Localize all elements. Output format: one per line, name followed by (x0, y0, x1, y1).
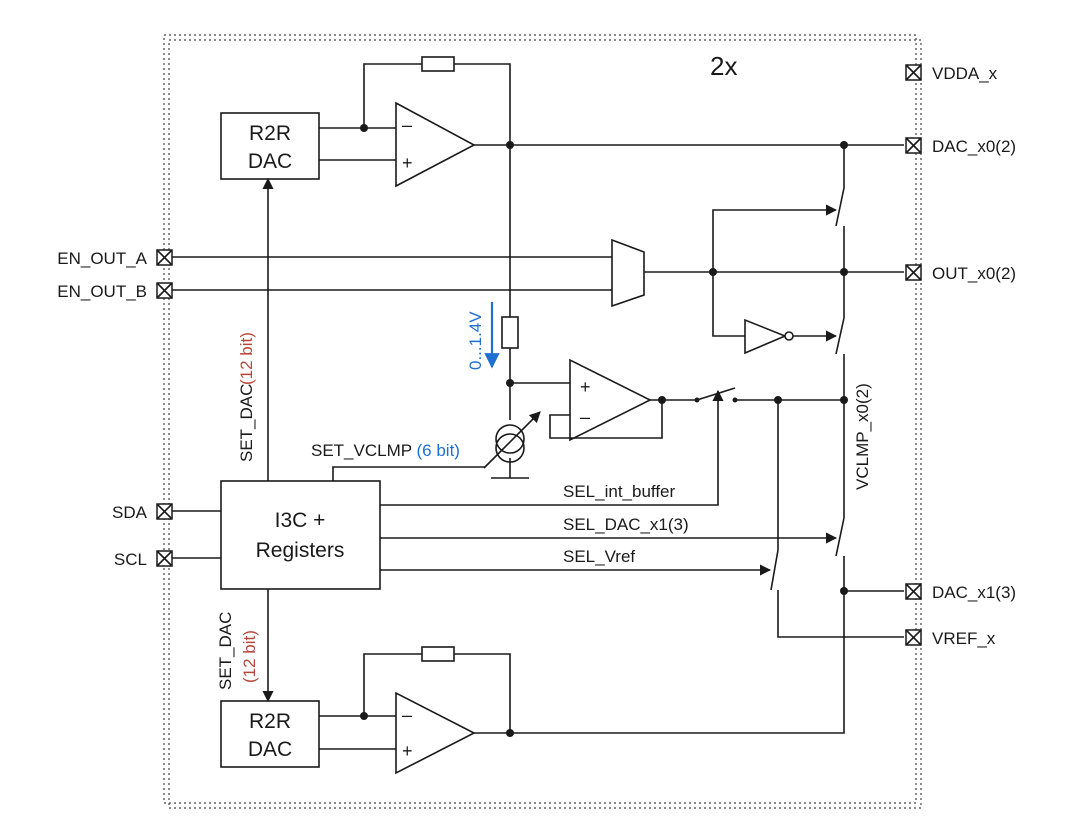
set-dac-bottom-width: (12 bit) (240, 630, 259, 683)
opamp-top-minus: – (402, 115, 412, 135)
set-dac-top-width: (12 bit) (237, 332, 256, 385)
pin-dac-x1 (905, 583, 922, 600)
inverter-bubble (784, 331, 794, 341)
current-source-c1 (495, 424, 525, 454)
junction-bottom-out (506, 729, 514, 737)
r2r-dac-bottom-line1: R2R (249, 710, 291, 733)
current-source-c2 (495, 433, 525, 463)
i3c-registers-block (220, 480, 381, 590)
pin-out-x0 (905, 264, 922, 281)
opamp-bottom-minus: – (402, 705, 412, 725)
sel-dac-x1-label: SEL_DAC_x1(3) (563, 515, 689, 534)
switch-vref-blade (770, 549, 779, 591)
pin-en-out-a (156, 249, 173, 266)
multiplier-label: 2x (710, 51, 737, 81)
resistor-feedback-top (421, 56, 455, 72)
module-boundary-back (168, 39, 922, 809)
set-dac-bottom-label: SET_DAC (216, 612, 235, 690)
pin-dac-x1-label: DAC_x1(3) (932, 583, 1016, 602)
voltage-range-label: 0...1.4V (466, 311, 485, 370)
wire-dac-x1-down (510, 556, 845, 734)
opamp-bottom-plus: + (402, 741, 413, 761)
pin-out-x0-label: OUT_x0(2) (932, 264, 1016, 283)
wire-vref-pin (777, 590, 904, 638)
r2r-dac-top-line1: R2R (249, 122, 291, 145)
r2r-dac-top (220, 112, 320, 180)
wire-clamp-feedback (549, 400, 663, 439)
r2r-dac-bottom (220, 700, 320, 768)
opamp-top (395, 101, 476, 188)
controller-line1: I3C + (275, 509, 326, 532)
wire-feedback-bottom (363, 653, 511, 733)
set-vclmp-name: SET_VCLMP (311, 441, 412, 460)
resistor-feedback-bottom (421, 646, 455, 662)
module-boundary (163, 34, 917, 804)
pin-sda (156, 503, 173, 520)
switch-out-x0-blade (835, 317, 845, 355)
controller-line2: Registers (256, 539, 345, 562)
set-vclmp-width: (6 bit) (417, 441, 460, 460)
pin-dac-x0-label: DAC_x0(2) (932, 137, 1016, 156)
current-source-adjust (483, 411, 541, 469)
wire-set-vclmp (332, 466, 485, 481)
pin-en-out-a-label: EN_OUT_A (57, 249, 147, 268)
set-vclmp-label: SET_VCLMP (6 bit) (311, 441, 460, 460)
sel-int-buffer-label: SEL_int_buffer (563, 482, 675, 501)
wire-to-inverter (712, 272, 745, 337)
opamp-clamp-minus: – (580, 407, 590, 427)
pin-sda-label: SDA (112, 503, 148, 522)
pin-vdda-label: VDDA_x (932, 64, 998, 83)
wire-feedback-top (363, 63, 511, 145)
opamp-clamp-plus: + (580, 377, 591, 397)
pin-vref-label: VREF_x (932, 629, 996, 648)
pin-en-out-b-label: EN_OUT_B (57, 282, 147, 301)
vclmp-label: VCLMP_x0(2) (853, 383, 872, 490)
resistor-divider (501, 316, 519, 349)
set-dac-top-label: SET_DAC (237, 384, 256, 462)
sel-vref-label: SEL_Vref (563, 547, 635, 566)
pin-vref (905, 629, 922, 646)
pin-dac-x0 (905, 137, 922, 154)
wire-sel-int-buffer (380, 389, 724, 506)
switch-dac-x1-blade (835, 517, 845, 557)
pin-vdda (905, 64, 922, 81)
opamp-clamp (569, 358, 652, 442)
pin-scl (156, 550, 173, 567)
pin-en-out-b (156, 282, 173, 299)
wire-enable-switch (712, 204, 838, 272)
opamp-bottom (395, 691, 476, 775)
inverter (744, 318, 788, 355)
r2r-dac-top-line2: DAC (248, 150, 292, 173)
r2r-dac-bottom-line2: DAC (248, 738, 292, 761)
pin-scl-label: SCL (114, 550, 147, 569)
opamp-top-plus: + (402, 153, 413, 173)
switch-dac-x0-blade (835, 187, 845, 227)
switch-int-buffer-blade (696, 387, 736, 401)
output-mux (611, 238, 645, 308)
wire-csource (491, 383, 529, 479)
